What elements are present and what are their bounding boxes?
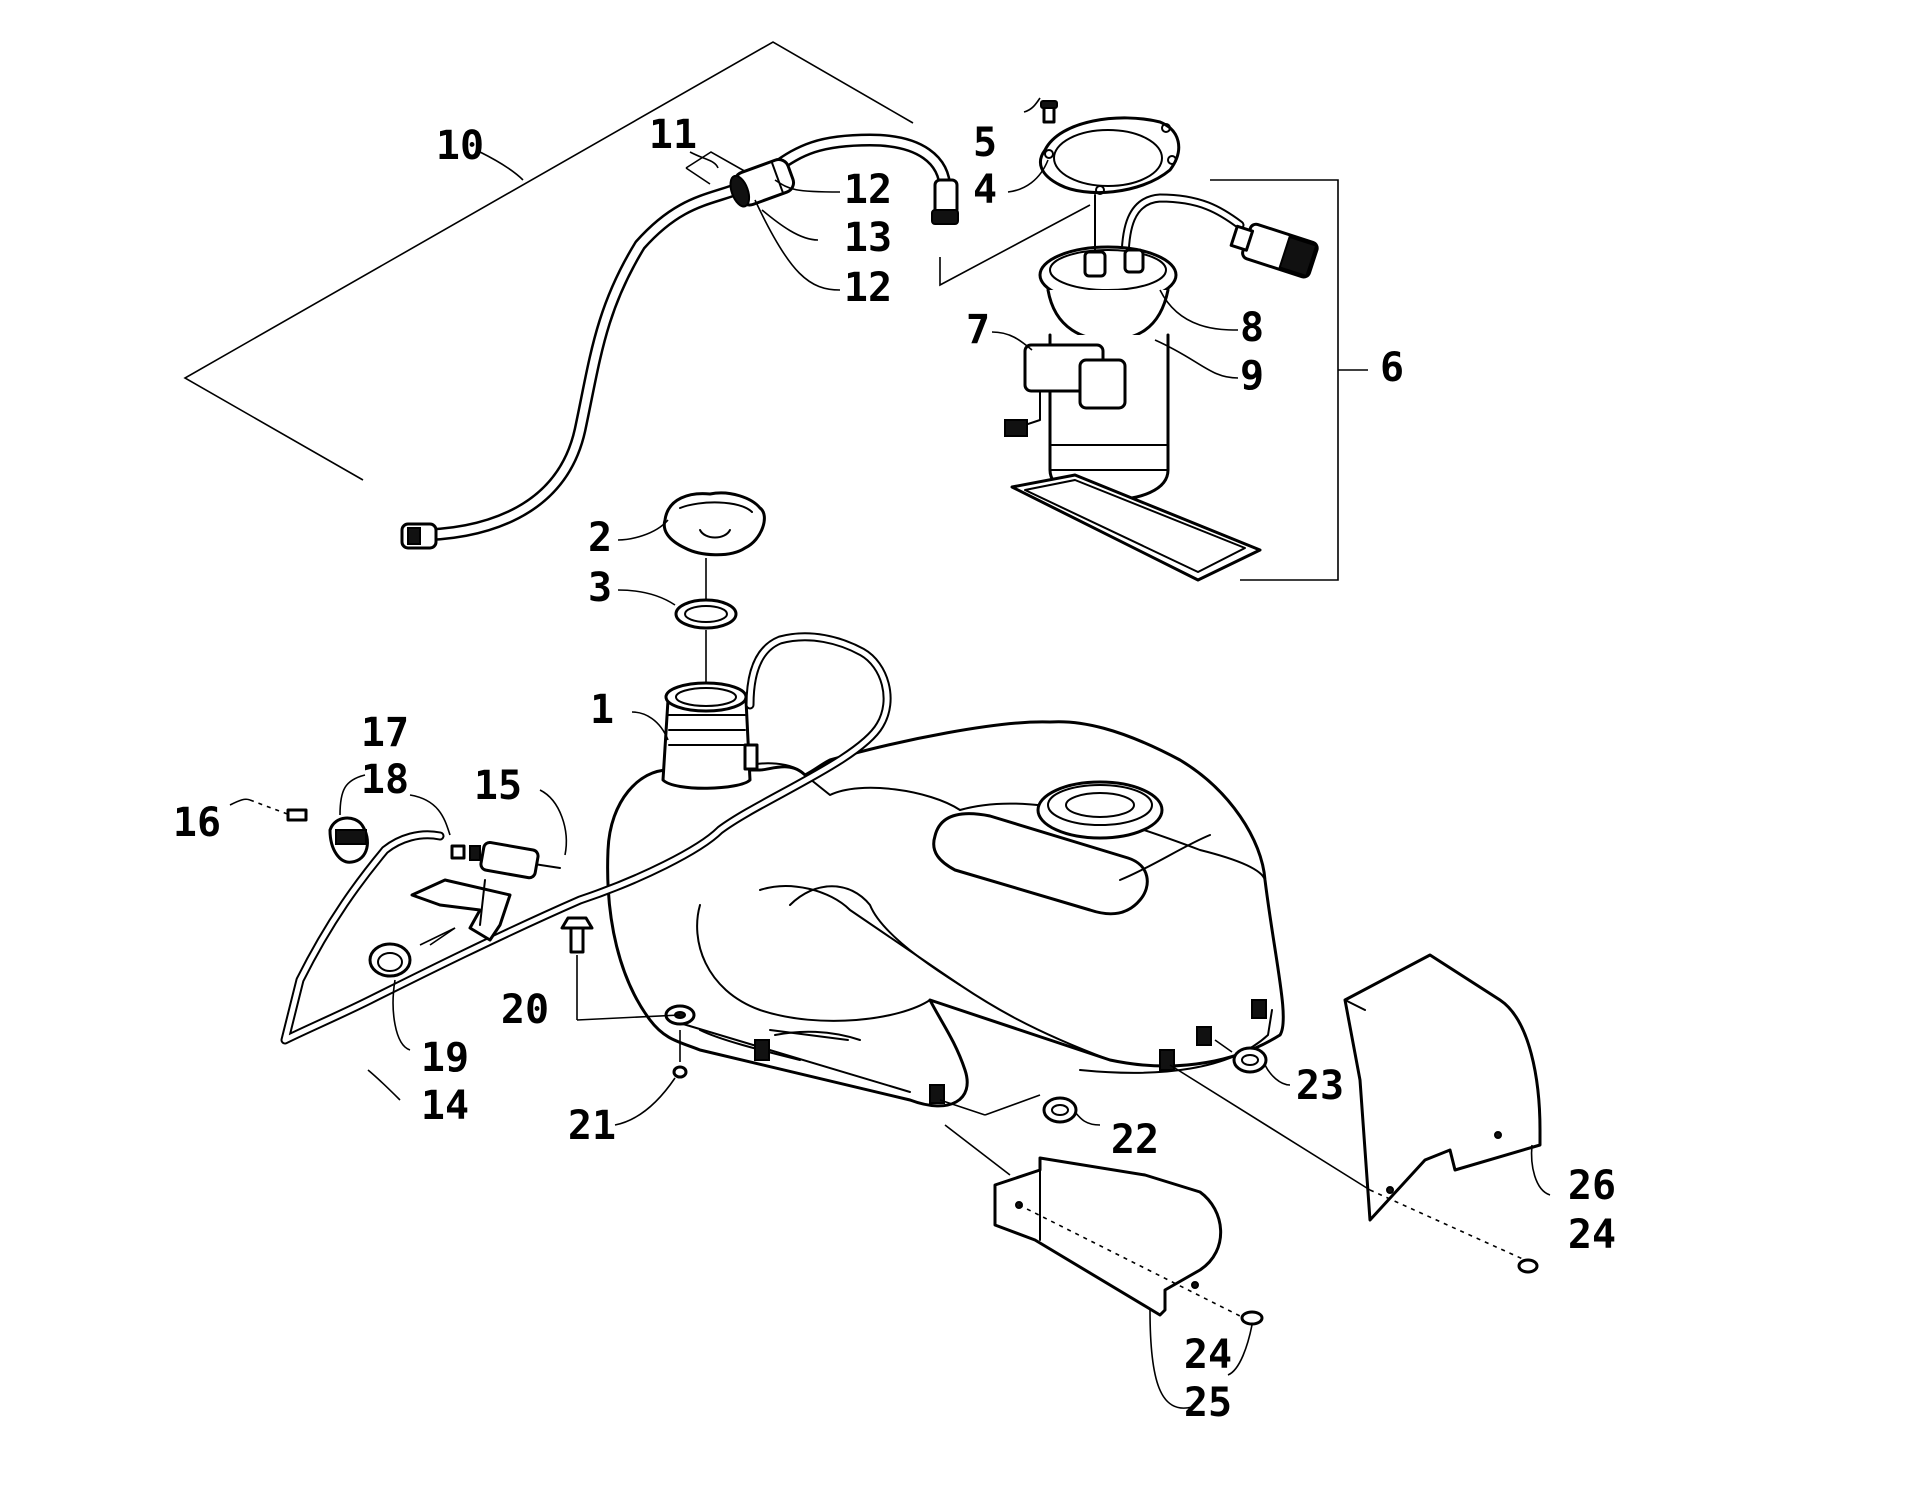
vent-hose-long [408, 181, 747, 542]
heat-shield-front [944, 1124, 1241, 1317]
callout-4: 4 [973, 167, 997, 213]
callout-labels: 1 2 3 4 5 6 7 8 9 10 11 12 13 12 14 15 1… [173, 112, 1616, 1426]
callout-8: 8 [1240, 305, 1264, 351]
hose-fitting-left [400, 522, 438, 550]
shield-screw-rear [1517, 1258, 1539, 1274]
callout-24-right: 24 [1568, 1212, 1616, 1258]
callout-3: 3 [588, 565, 612, 611]
callout-19: 19 [421, 1035, 469, 1081]
callout-15: 15 [474, 763, 522, 809]
heat-shield-rear [1169, 953, 1542, 1261]
inline-fuel-filter [450, 840, 561, 880]
callout-26: 26 [1568, 1163, 1616, 1209]
pump-flange [1038, 194, 1178, 357]
callout-6: 6 [1380, 345, 1404, 391]
callout-24-lower: 24 [1184, 1332, 1232, 1378]
fuel-pump-assembly [1004, 100, 1368, 582]
callout-22: 22 [1111, 1117, 1159, 1163]
hose-elbow-fitting [931, 178, 959, 225]
filter-bracket [410, 878, 512, 942]
clip [249, 799, 308, 822]
hose-clamp-upper [328, 816, 369, 864]
callout-25: 25 [1184, 1380, 1232, 1426]
fuel-tank [606, 681, 1285, 1108]
callout-9: 9 [1240, 353, 1264, 399]
fuel-pump-body [1004, 333, 1170, 502]
callout-1: 1 [590, 687, 614, 733]
callout-12-upper: 12 [844, 167, 892, 213]
shield-screw-front [1240, 1310, 1264, 1326]
callout-5: 5 [973, 120, 997, 166]
callout-23: 23 [1296, 1063, 1344, 1109]
pump-gasket [1039, 116, 1181, 195]
callout-17: 17 [361, 710, 409, 756]
callout-7: 7 [966, 307, 990, 353]
fuel-strainer [1010, 473, 1262, 582]
callout-11: 11 [649, 112, 697, 158]
vent-hose-assembly [183, 41, 1091, 550]
callout-13: 13 [844, 215, 892, 261]
callout-10: 10 [436, 123, 484, 169]
pump-electrical-connector [1229, 222, 1319, 279]
pump-screw [1040, 100, 1058, 124]
callout-2: 2 [588, 515, 612, 561]
callout-21: 21 [568, 1103, 616, 1149]
tank-grommet-left [939, 1094, 1078, 1124]
fuel-vent-line [249, 632, 892, 1045]
tank-bolt [560, 916, 681, 1021]
vent-filter [729, 158, 796, 208]
callout-20: 20 [501, 987, 549, 1033]
tank-grommet-right [1214, 1039, 1268, 1074]
leader-lines [229, 97, 1551, 1409]
callout-12-lower: 12 [844, 265, 892, 311]
callout-18: 18 [361, 757, 409, 803]
hose-clamp-lower [368, 942, 412, 978]
grommet [672, 1030, 688, 1079]
cap-o-ring [674, 598, 738, 630]
callout-14: 14 [421, 1083, 469, 1129]
fuel-cap [662, 491, 766, 557]
callout-16: 16 [173, 800, 221, 846]
